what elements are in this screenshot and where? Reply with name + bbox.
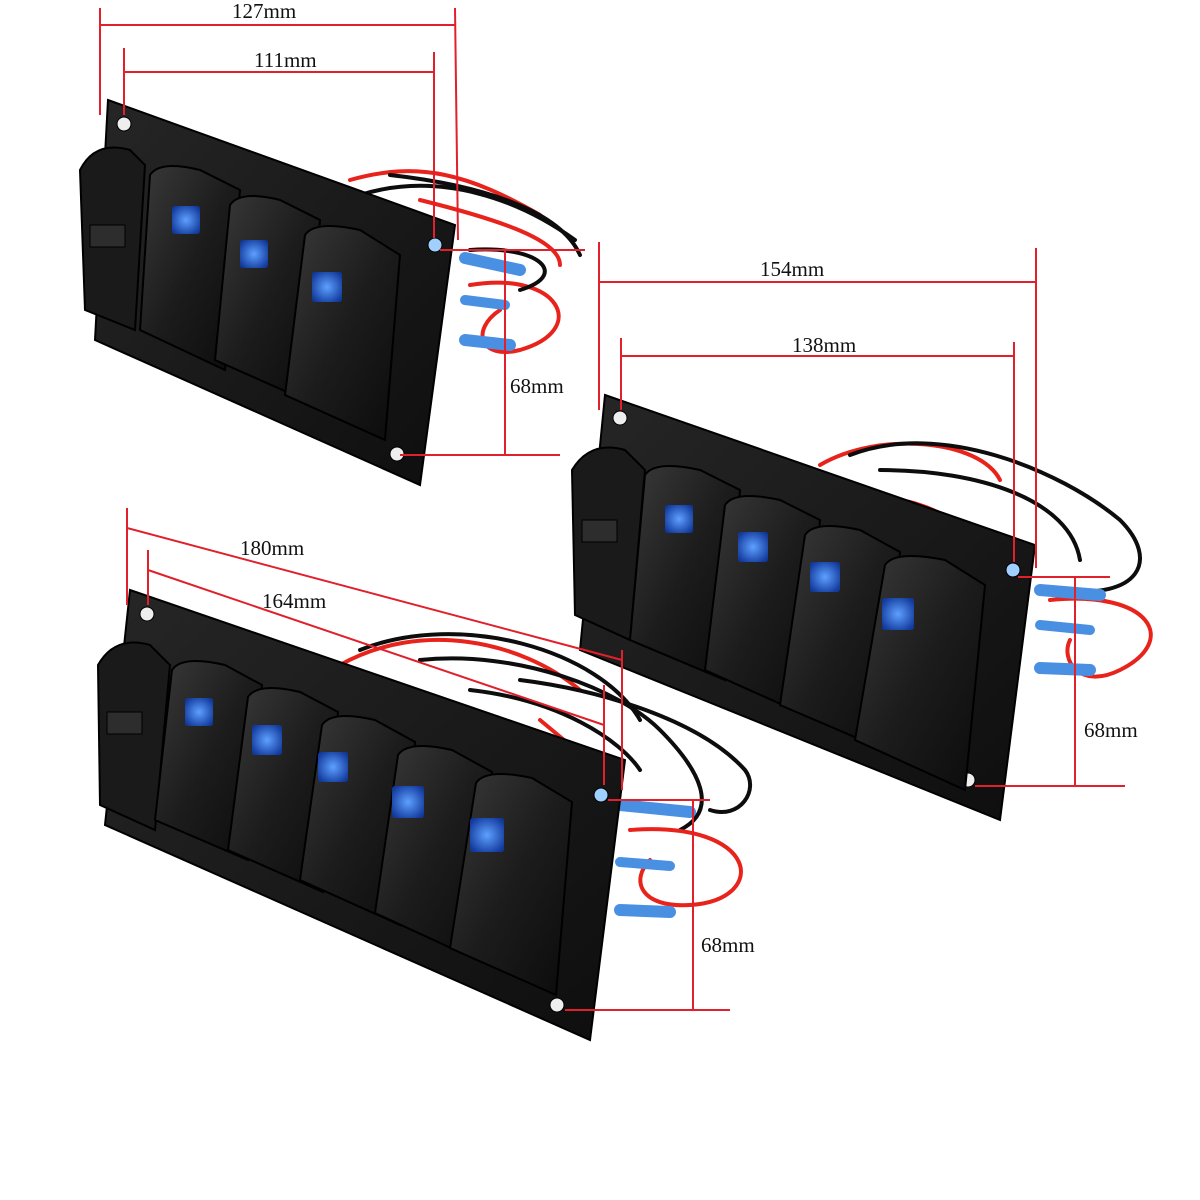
panel-3-gang: 127mm 111mm 68mm <box>78 0 585 487</box>
rocker-switch <box>853 555 987 792</box>
mounting-hole <box>427 237 443 253</box>
rocker-switch <box>448 773 574 997</box>
dimension-label-width: 127mm <box>232 0 296 23</box>
mounting-hole <box>593 787 609 803</box>
dimension-label-height: 68mm <box>1084 718 1138 742</box>
led-indicator-icon <box>240 240 268 268</box>
mounting-hole <box>116 116 132 132</box>
led-indicator-icon <box>738 532 768 562</box>
dimension-label-width: 154mm <box>760 257 824 281</box>
led-indicator-icon <box>318 752 348 782</box>
dimension-label-height: 68mm <box>701 933 755 957</box>
panel-4-gang: 154mm 138mm 68mm <box>570 242 1153 822</box>
usb-socket-icon <box>96 641 172 832</box>
dimension-label-hole-spacing: 111mm <box>254 48 317 72</box>
mounting-hole <box>1005 562 1021 578</box>
wiring-harness <box>338 632 752 918</box>
dimension-label-width: 180mm <box>240 536 304 560</box>
mounting-hole <box>549 997 565 1013</box>
dimension-lines <box>598 242 1125 787</box>
led-indicator-icon <box>392 786 424 818</box>
led-indicator-icon <box>185 698 213 726</box>
panel-5-gang: 180mm 164mm 68mm <box>96 508 755 1042</box>
dimension-lines <box>126 508 730 1011</box>
led-indicator-icon <box>665 505 693 533</box>
dimension-lines <box>99 7 585 456</box>
led-indicator-icon <box>470 818 504 852</box>
led-indicator-icon <box>252 725 282 755</box>
led-indicator-icon <box>172 206 200 234</box>
led-indicator-icon <box>882 598 914 630</box>
rocker-switch <box>138 165 242 372</box>
led-indicator-icon <box>312 272 342 302</box>
rocker-switch <box>283 225 402 442</box>
mounting-hole <box>612 410 628 426</box>
dimension-label-height: 68mm <box>510 374 564 398</box>
dimension-label-hole-spacing: 138mm <box>792 333 856 357</box>
usb-socket-icon <box>78 146 147 332</box>
dimension-label-hole-spacing: 164mm <box>262 589 326 613</box>
mounting-hole <box>139 606 155 622</box>
led-indicator-icon <box>810 562 840 592</box>
